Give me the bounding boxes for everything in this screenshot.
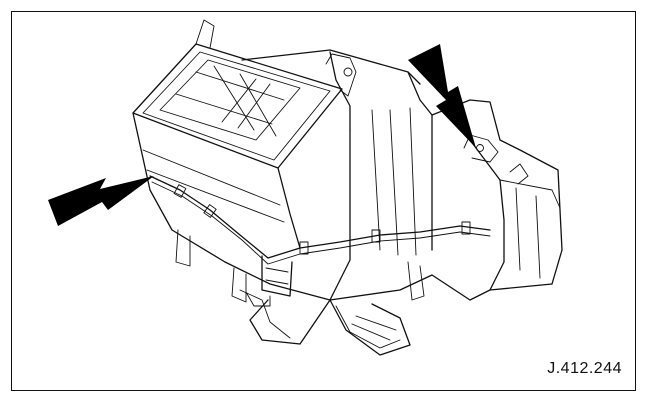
black-arrow-icon xyxy=(408,44,476,148)
outlet-section xyxy=(431,99,563,301)
figure-reference-code: J.412.244 xyxy=(547,360,622,377)
mounting-tabs xyxy=(175,229,425,307)
diagram-frame xyxy=(11,11,636,391)
wiring-harness xyxy=(149,175,491,297)
bottom-duct xyxy=(249,299,411,356)
intake-box xyxy=(132,19,343,263)
black-arrow-icon xyxy=(48,176,154,226)
